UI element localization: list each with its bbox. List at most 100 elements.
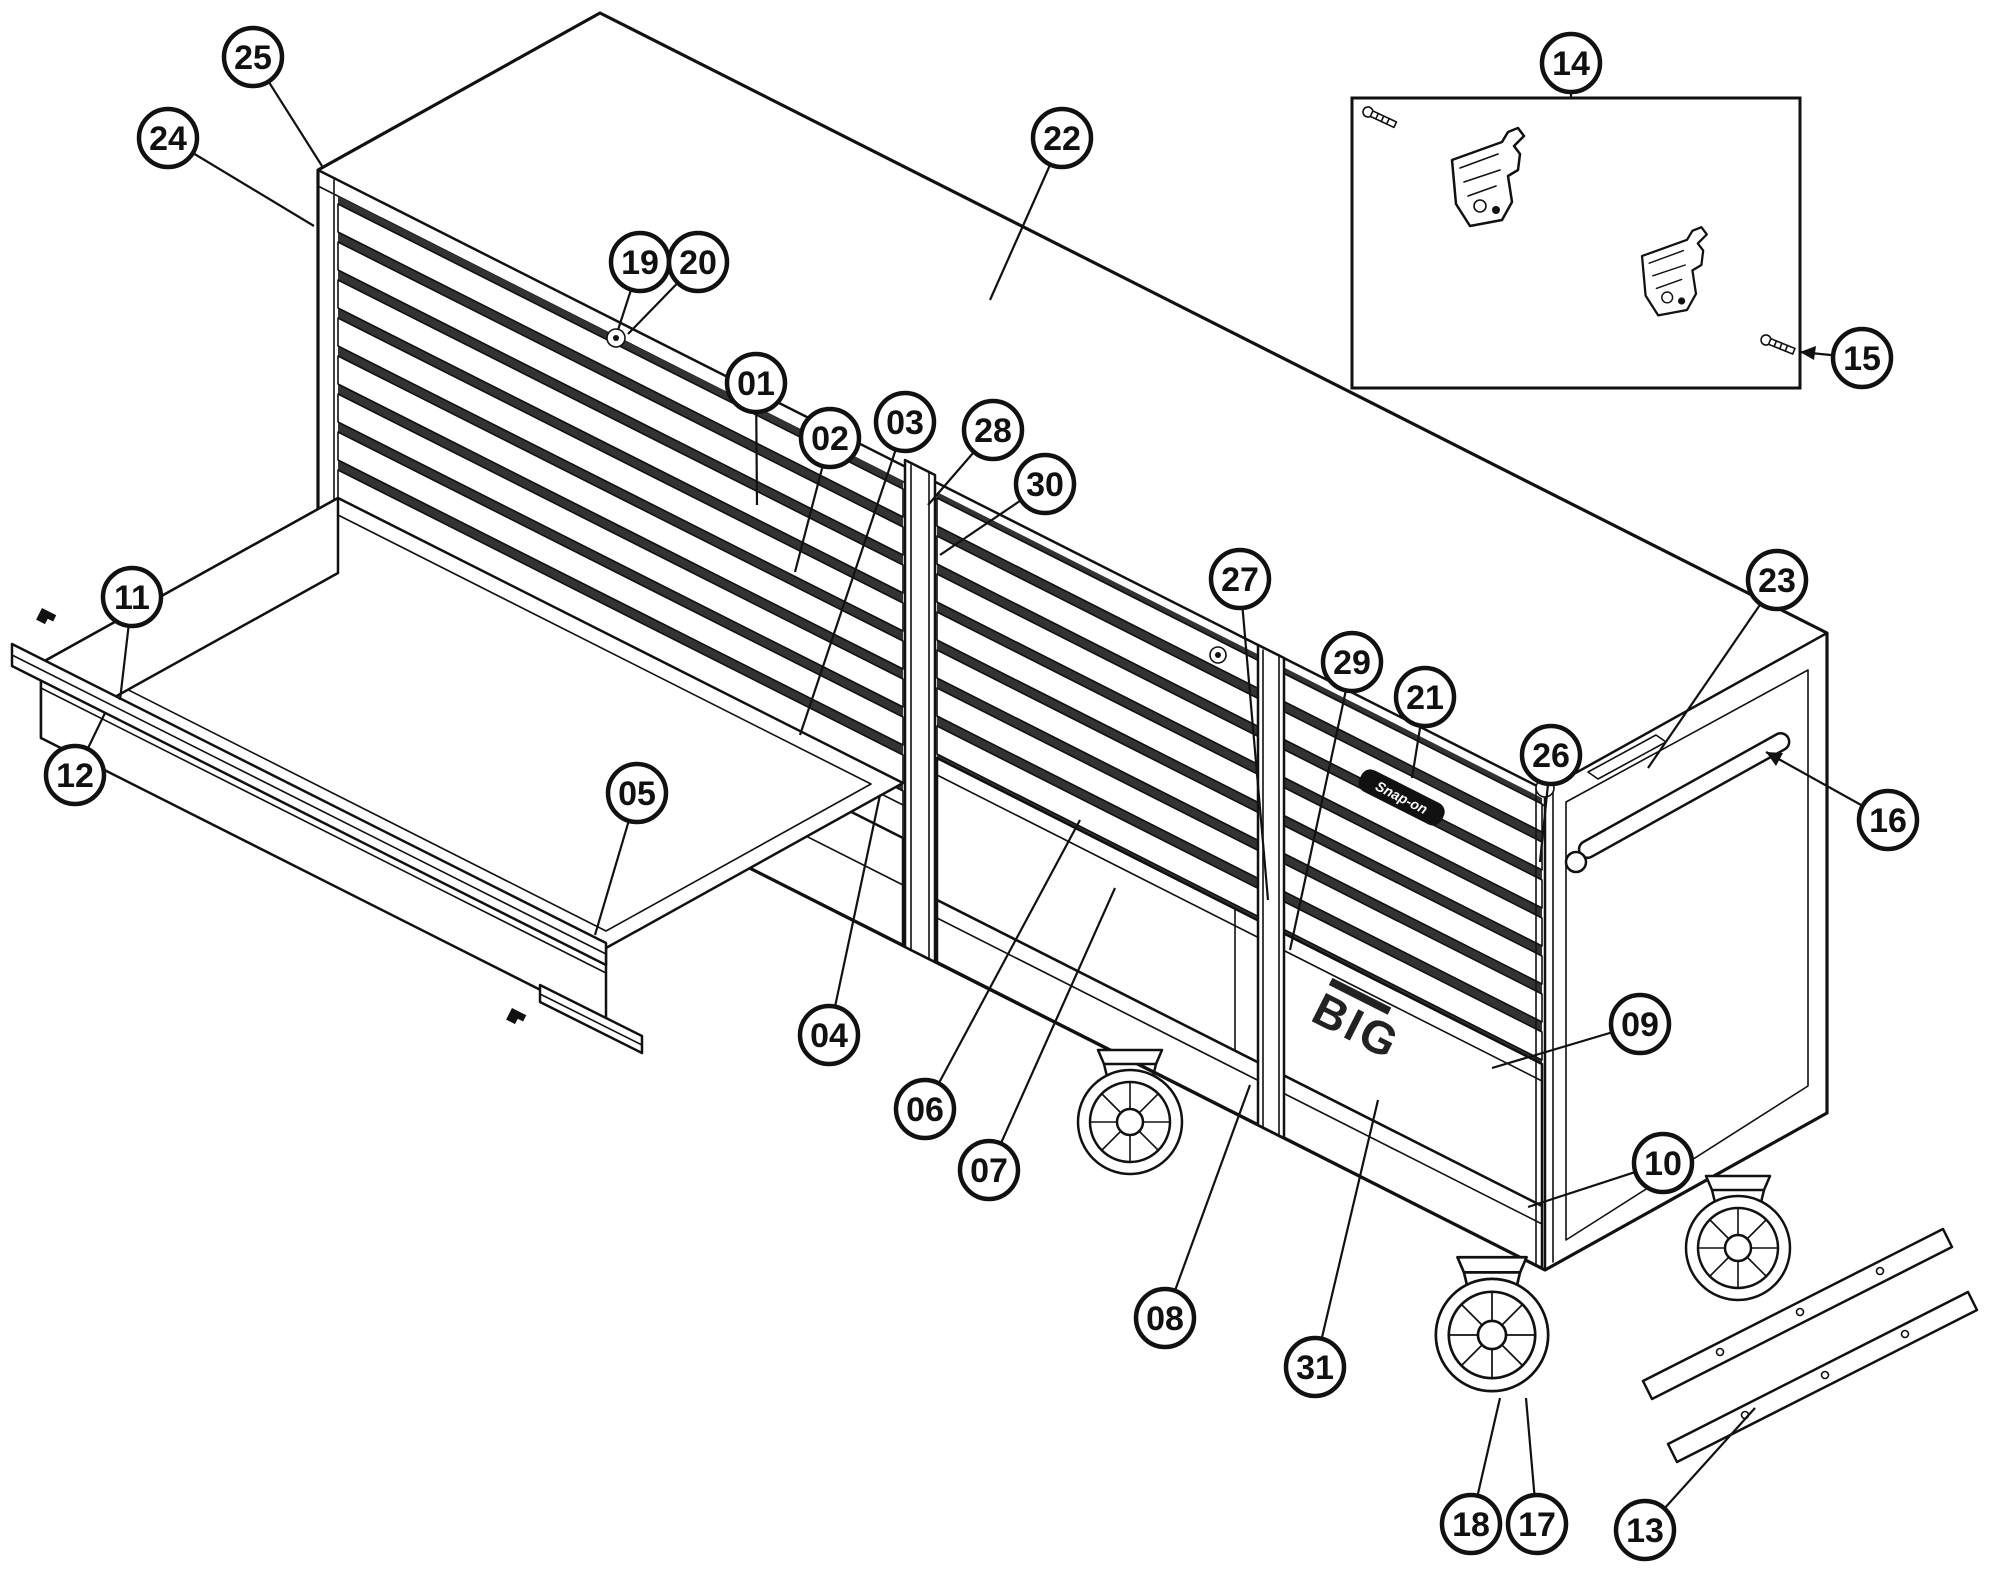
- drawer-front: [337, 317, 904, 632]
- svg-text:14: 14: [1552, 45, 1590, 83]
- handle-elbow: [1564, 850, 1588, 874]
- callout-12: 12: [43, 712, 107, 807]
- callout-28: 28: [927, 398, 1025, 506]
- inset-box-frame: [1350, 96, 1802, 390]
- side-handle: [1564, 732, 1791, 874]
- callout-08: 08: [1133, 1084, 1252, 1350]
- drawer-front: [337, 203, 904, 518]
- svg-text:16: 16: [1869, 802, 1907, 840]
- mounting-clip-left: [36, 608, 57, 627]
- svg-text:11: 11: [114, 579, 150, 617]
- callout-10: 10: [1527, 1131, 1695, 1209]
- model-logo-bar: [1328, 977, 1392, 1015]
- callout-29: 29: [1288, 630, 1384, 951]
- door-seams: [936, 774, 1543, 1082]
- callout-11: 11: [100, 565, 164, 701]
- drawer-front: [337, 431, 904, 746]
- svg-text:26: 26: [1532, 737, 1570, 775]
- svg-text:15: 15: [1843, 340, 1881, 378]
- right-end: [1535, 669, 1809, 1267]
- mid-rail-detail: [910, 464, 930, 959]
- svg-text:18: 18: [1452, 1506, 1490, 1544]
- drawer-front: [936, 649, 1543, 985]
- mounting-clip-right: [506, 1008, 527, 1027]
- callout-23: 23: [1647, 548, 1809, 769]
- caster-corner: [1434, 1255, 1550, 1393]
- inset-parts-box: [1350, 96, 1802, 390]
- brand-logo-plate: [1358, 769, 1445, 826]
- callout-14: 14: [1539, 31, 1603, 98]
- svg-text:24: 24: [149, 120, 187, 158]
- svg-text:02: 02: [811, 420, 849, 458]
- callouts-layer: 01 02 03 04 05 06 07 08 09 10 11 12 13 1…: [43, 25, 1920, 1562]
- right-corner-trim: [1535, 785, 1554, 1267]
- callout-18: 18: [1439, 1397, 1503, 1556]
- callout-06: 06: [893, 819, 1081, 1141]
- svg-text:17: 17: [1518, 1506, 1556, 1544]
- svg-text:25: 25: [234, 39, 272, 77]
- thin-rail-body: [1256, 643, 1286, 1140]
- svg-text:29: 29: [1333, 644, 1371, 682]
- drawer-slide-line: [539, 993, 643, 1046]
- drawer-front: [936, 573, 1543, 909]
- svg-text:07: 07: [970, 1152, 1008, 1190]
- thin-rail-detail: [1262, 649, 1280, 1136]
- open-drawer: [10, 496, 905, 1055]
- callout-15: 15: [1799, 326, 1894, 390]
- svg-text:23: 23: [1758, 562, 1796, 600]
- svg-text:20: 20: [679, 244, 717, 282]
- thin-vertical-rail: [1256, 643, 1286, 1140]
- svg-text:10: 10: [1644, 1145, 1682, 1183]
- drawer-front: [337, 393, 904, 708]
- callout-16: 16: [1765, 751, 1920, 852]
- end-panel-inset: [1565, 669, 1809, 1241]
- svg-text:28: 28: [974, 412, 1012, 450]
- callout-20: 20: [627, 230, 730, 335]
- mid-vertical-rail: [903, 458, 937, 964]
- svg-text:09: 09: [1621, 1006, 1659, 1044]
- drawer-front: [337, 355, 904, 670]
- svg-text:21: 21: [1406, 679, 1444, 717]
- drawer-front-seam: [40, 687, 607, 974]
- callout-17: 17: [1505, 1397, 1569, 1556]
- drawer-front: [936, 687, 1543, 1023]
- callout-25: 25: [221, 25, 323, 167]
- drawer-front: [936, 725, 1543, 1061]
- svg-text:08: 08: [1146, 1300, 1184, 1338]
- lock-keyhole-left: [613, 335, 619, 341]
- callout-31: 31: [1283, 1099, 1380, 1399]
- right-drawer-bank: Snap-on BIG: [935, 492, 1544, 1270]
- svg-text:06: 06: [906, 1091, 944, 1129]
- bottom-trim-band: [935, 898, 1544, 1270]
- callout-21: 21: [1393, 665, 1457, 779]
- callout-01: 01: [724, 351, 788, 506]
- callout-30: 30: [939, 452, 1077, 556]
- callout-04: 04: [797, 794, 882, 1067]
- svg-text:30: 30: [1026, 466, 1064, 504]
- callout-07: 07: [957, 887, 1117, 1202]
- drawer-front: [337, 279, 904, 594]
- mid-rail-body: [903, 458, 937, 964]
- callout-22: 22: [988, 106, 1094, 301]
- callout-09: 09: [1491, 992, 1672, 1070]
- svg-text:12: 12: [56, 757, 94, 795]
- svg-text:13: 13: [1626, 1512, 1664, 1550]
- caster-end: [1684, 1174, 1792, 1302]
- drawer-rail-line: [11, 654, 607, 955]
- drawer-front: [936, 611, 1543, 947]
- callout-02: 02: [793, 406, 862, 573]
- svg-text:22: 22: [1043, 120, 1081, 158]
- svg-text:05: 05: [618, 775, 656, 813]
- svg-text:01: 01: [737, 365, 775, 403]
- callout-05: 05: [593, 761, 669, 936]
- lock-keyhole-right: [1215, 652, 1221, 658]
- callout-13: 13: [1613, 1407, 1756, 1562]
- callout-03: 03: [798, 390, 937, 736]
- drawer-front: [337, 241, 904, 556]
- svg-text:04: 04: [810, 1017, 848, 1055]
- handle-tube: [1577, 732, 1791, 860]
- callout-27: 27: [1208, 547, 1272, 901]
- callout-26: 26: [1519, 723, 1583, 863]
